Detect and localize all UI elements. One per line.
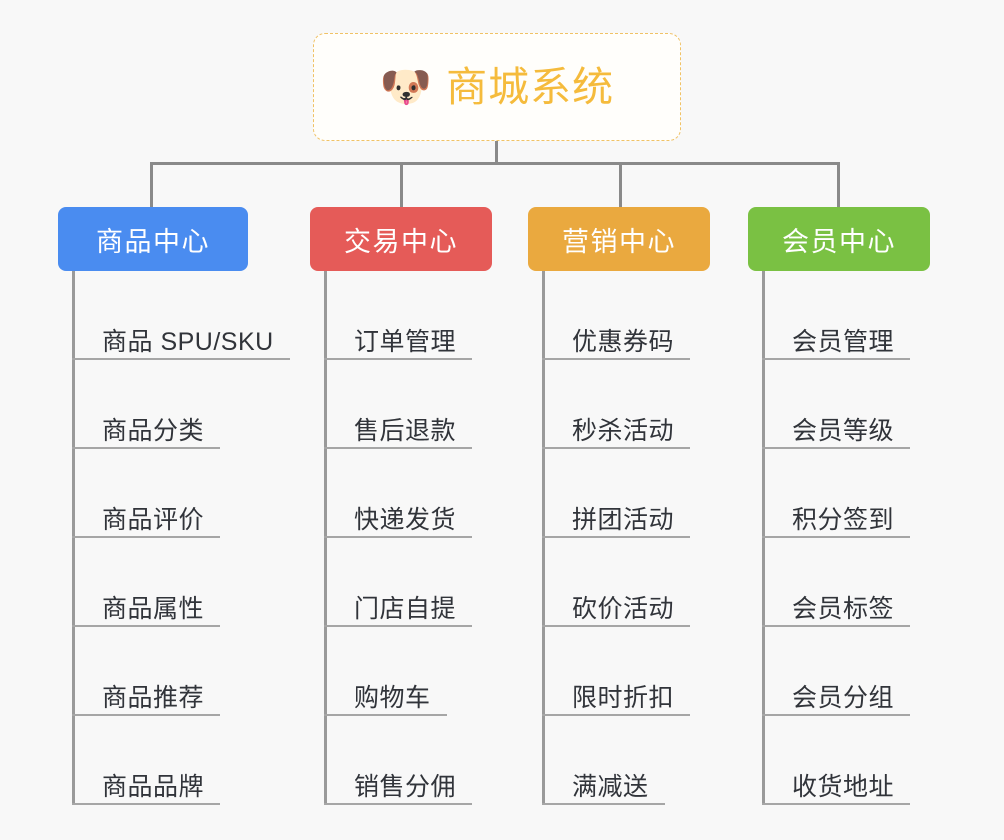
category-header-2[interactable]: 交易中心 bbox=[310, 207, 492, 271]
leaf-label: 门店自提 bbox=[354, 594, 457, 623]
leaf-item[interactable]: 拼团活动 bbox=[542, 449, 691, 538]
category-column-1: 商品中心 商品 SPU/SKU 商品分类 商品评价 商品属性 商品推荐 商品品牌 bbox=[58, 207, 290, 805]
leaf-item[interactable]: 订单管理 bbox=[324, 271, 473, 360]
leaf-item[interactable]: 商品属性 bbox=[72, 538, 221, 627]
leaf-item[interactable]: 会员等级 bbox=[762, 360, 911, 449]
leaf-label: 商品品牌 bbox=[102, 772, 205, 801]
leaf-item[interactable]: 门店自提 bbox=[324, 538, 473, 627]
leaf-item[interactable]: 商品 SPU/SKU bbox=[72, 271, 290, 360]
leaf-label: 快递发货 bbox=[354, 505, 457, 534]
root-stem-connector bbox=[495, 141, 498, 164]
leaf-item[interactable]: 限时折扣 bbox=[542, 627, 691, 716]
leaf-label: 商品 SPU/SKU bbox=[102, 327, 274, 356]
leaf-item[interactable]: 商品分类 bbox=[72, 360, 221, 449]
leaf-label: 订单管理 bbox=[354, 327, 457, 356]
leaf-label: 优惠券码 bbox=[572, 327, 675, 356]
leaf-item[interactable]: 满减送 bbox=[542, 716, 665, 805]
category-column-2: 交易中心 订单管理 售后退款 快递发货 门店自提 购物车 销售分佣 bbox=[310, 207, 492, 805]
leaf-label: 限时折扣 bbox=[572, 683, 675, 712]
leaf-item[interactable]: 售后退款 bbox=[324, 360, 473, 449]
leaf-label: 售后退款 bbox=[354, 416, 457, 445]
leaf-label: 满减送 bbox=[572, 772, 649, 801]
leaf-item[interactable]: 商品推荐 bbox=[72, 627, 221, 716]
leaf-label: 砍价活动 bbox=[572, 594, 675, 623]
leaf-item[interactable]: 商品品牌 bbox=[72, 716, 221, 805]
drop-connector-4 bbox=[837, 162, 840, 209]
bus-bar-connector bbox=[150, 162, 840, 165]
drop-connector-3 bbox=[619, 162, 622, 209]
category-header-4[interactable]: 会员中心 bbox=[748, 207, 930, 271]
leaf-item[interactable]: 秒杀活动 bbox=[542, 360, 691, 449]
leaf-item[interactable]: 优惠券码 bbox=[542, 271, 691, 360]
column-spine-4 bbox=[762, 271, 765, 805]
leaf-label: 会员等级 bbox=[792, 416, 895, 445]
leaf-label: 秒杀活动 bbox=[572, 416, 675, 445]
leaf-label: 商品评价 bbox=[102, 505, 205, 534]
leaf-item[interactable]: 积分签到 bbox=[762, 449, 911, 538]
root-title: 商城系统 bbox=[446, 63, 615, 110]
column-spine-1 bbox=[72, 271, 75, 805]
leaf-label: 购物车 bbox=[354, 683, 431, 712]
leaf-item[interactable]: 购物车 bbox=[324, 627, 447, 716]
leaf-label: 收货地址 bbox=[792, 772, 895, 801]
category-header-1[interactable]: 商品中心 bbox=[58, 207, 248, 271]
category-header-3[interactable]: 营销中心 bbox=[528, 207, 710, 271]
leaf-item[interactable]: 砍价活动 bbox=[542, 538, 691, 627]
leaf-label: 会员标签 bbox=[792, 594, 895, 623]
drop-connector-2 bbox=[400, 162, 403, 209]
leaf-label: 会员管理 bbox=[792, 327, 895, 356]
root-node[interactable]: 🐶 商城系统 bbox=[313, 33, 681, 141]
leaf-label: 商品推荐 bbox=[102, 683, 205, 712]
leaf-label: 会员分组 bbox=[792, 683, 895, 712]
shiba-dog-face-icon: 🐶 bbox=[379, 63, 433, 110]
leaf-item[interactable]: 会员分组 bbox=[762, 627, 911, 716]
drop-connector-1 bbox=[150, 162, 153, 209]
leaf-label: 拼团活动 bbox=[572, 505, 675, 534]
column-spine-2 bbox=[324, 271, 327, 805]
leaf-label: 销售分佣 bbox=[354, 772, 457, 801]
leaf-item[interactable]: 会员标签 bbox=[762, 538, 911, 627]
leaf-item[interactable]: 会员管理 bbox=[762, 271, 911, 360]
leaf-item[interactable]: 收货地址 bbox=[762, 716, 911, 805]
leaf-item[interactable]: 商品评价 bbox=[72, 449, 221, 538]
category-column-4: 会员中心 会员管理 会员等级 积分签到 会员标签 会员分组 收货地址 bbox=[748, 207, 930, 805]
category-column-3: 营销中心 优惠券码 秒杀活动 拼团活动 砍价活动 限时折扣 满减送 bbox=[528, 207, 710, 805]
leaf-label: 商品分类 bbox=[102, 416, 205, 445]
leaf-item[interactable]: 快递发货 bbox=[324, 449, 473, 538]
leaf-label: 商品属性 bbox=[102, 594, 205, 623]
leaf-label: 积分签到 bbox=[792, 505, 895, 534]
leaf-item[interactable]: 销售分佣 bbox=[324, 716, 473, 805]
column-spine-3 bbox=[542, 271, 545, 805]
